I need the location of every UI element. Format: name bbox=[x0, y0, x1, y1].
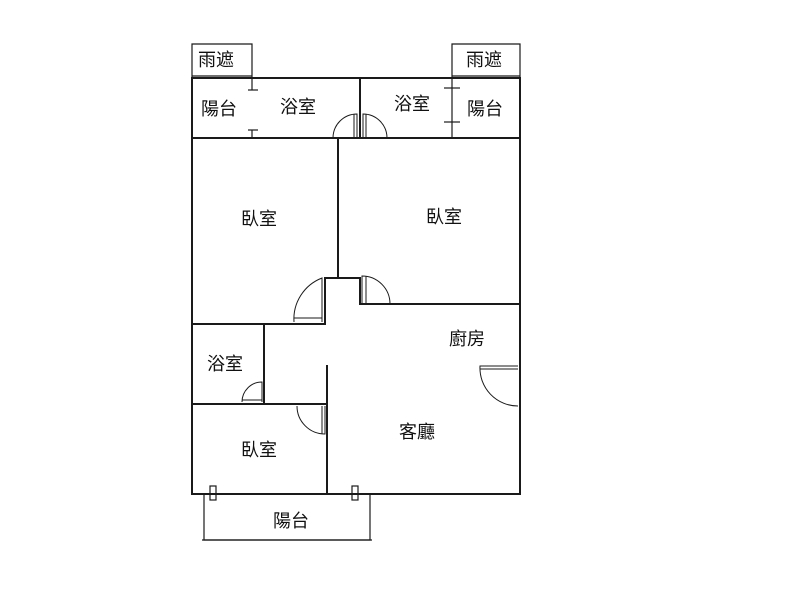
balcony-bottom-outline bbox=[202, 485, 372, 541]
bath-door-lower bbox=[241, 381, 263, 403]
bedroom-door-lower bbox=[296, 405, 326, 435]
rain-cover-right-outline bbox=[451, 43, 521, 80]
bath-door-top-right bbox=[362, 113, 388, 139]
balcony-label-top-right: 陽台 bbox=[467, 99, 503, 120]
rain-cover-label-right: 雨遮 bbox=[466, 50, 502, 71]
balcony-label-top-left: 陽台 bbox=[201, 99, 237, 120]
bedroom-label-lower: 臥室 bbox=[241, 440, 277, 461]
bath-door-top-left bbox=[332, 113, 358, 139]
bath-label-top-left: 浴室 bbox=[280, 97, 316, 118]
bedroom-walls bbox=[191, 137, 521, 325]
sliding-door-left bbox=[248, 80, 258, 138]
kitchen-door bbox=[479, 365, 519, 407]
bedroom-door-left bbox=[293, 277, 323, 323]
bath-label-top-right: 浴室 bbox=[394, 94, 430, 115]
living-room-label: 客廳 bbox=[399, 422, 435, 443]
rain-cover-label-left: 雨遮 bbox=[198, 50, 234, 71]
kitchen-label: 廚房 bbox=[449, 329, 485, 350]
balcony-label-bottom: 陽台 bbox=[273, 511, 309, 532]
rain-cover-left-outline bbox=[191, 43, 253, 80]
bedroom-label-left: 臥室 bbox=[241, 209, 277, 230]
bath-label-lower: 浴室 bbox=[207, 354, 243, 375]
bedroom-door-right bbox=[361, 275, 391, 305]
sliding-door-right bbox=[444, 80, 460, 138]
bedroom-label-right: 臥室 bbox=[426, 207, 462, 228]
lower-left-walls bbox=[191, 323, 328, 495]
top-strip-walls bbox=[191, 77, 521, 495]
